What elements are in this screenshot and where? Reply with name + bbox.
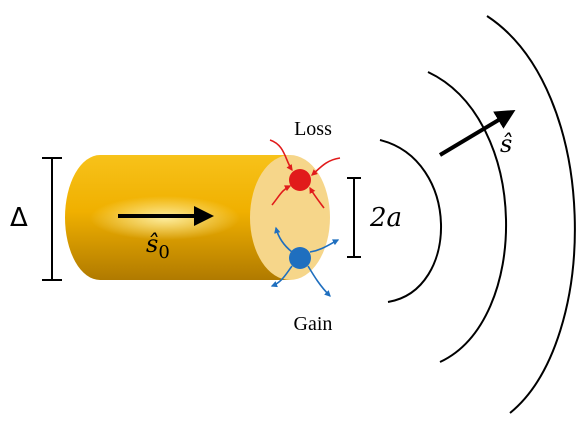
cylinder-end-cap — [250, 155, 330, 280]
radius-bracket — [347, 177, 361, 258]
s0-label-subscript: 0 — [158, 242, 169, 263]
scattered-direction-arrow — [438, 109, 516, 157]
wavefront-3 — [486, 15, 576, 414]
gain-particle-group — [270, 226, 340, 297]
loss-particle-group — [269, 139, 341, 209]
delta-label: Δ — [10, 203, 28, 233]
wavefront-1 — [379, 139, 442, 303]
loss-label: Loss — [294, 118, 332, 140]
s0-label: ŝ0 — [146, 230, 170, 263]
loss-particle — [289, 169, 311, 191]
gain-label: Gain — [294, 313, 333, 335]
s-label: ŝ — [500, 130, 512, 158]
s0-label-hat: ŝ — [146, 230, 158, 258]
delta-bracket — [42, 157, 62, 281]
radius-label: 2a — [369, 203, 402, 233]
wavefront-2 — [427, 71, 508, 363]
gain-particle — [289, 247, 311, 269]
wavefronts — [379, 15, 576, 414]
